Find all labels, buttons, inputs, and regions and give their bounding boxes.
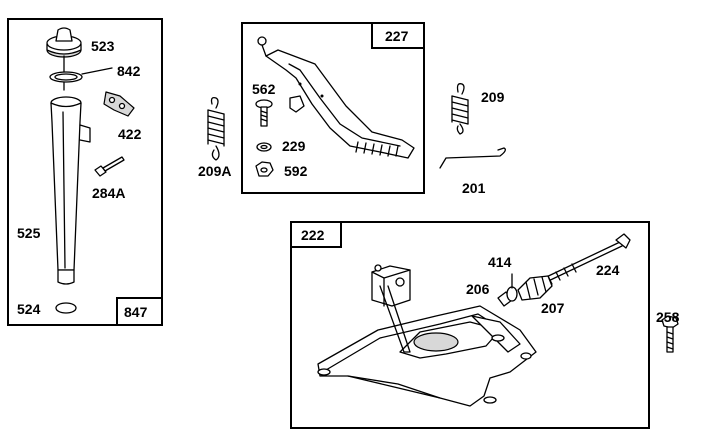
assembly-222-frame xyxy=(290,221,650,429)
assembly-847-number-box xyxy=(116,297,163,326)
assembly-222-number: 222 xyxy=(301,227,325,243)
label-422: 422 xyxy=(118,126,142,142)
label-229: 229 xyxy=(282,138,306,154)
part-525-dipstick-tube xyxy=(50,96,91,285)
assembly-227-number-box xyxy=(371,22,425,49)
label-201: 201 xyxy=(462,180,486,196)
assembly-847: 847 xyxy=(7,18,163,326)
part-422-clip xyxy=(103,91,135,117)
label-524: 524 xyxy=(17,301,41,317)
part-222-control-bracket xyxy=(317,264,537,407)
part-842-o-ring xyxy=(49,67,113,83)
assembly-222-number-box xyxy=(290,221,342,248)
assembly-847-number: 847 xyxy=(124,304,148,320)
part-592-nut xyxy=(255,161,274,177)
label-284A: 284A xyxy=(92,185,125,201)
part-201-link-rod: 201 xyxy=(439,147,506,196)
label-842: 842 xyxy=(117,63,141,79)
part-209-spring: 209 xyxy=(451,83,505,135)
label-209: 209 xyxy=(481,89,505,105)
assembly-222: 222 xyxy=(290,221,650,429)
label-224: 224 xyxy=(596,262,620,278)
label-525: 525 xyxy=(17,225,41,241)
label-592: 592 xyxy=(284,163,308,179)
label-414: 414 xyxy=(488,254,512,270)
part-524-seal xyxy=(55,302,77,314)
label-209A: 209A xyxy=(198,163,231,179)
assembly-847-frame xyxy=(7,18,163,326)
label-523: 523 xyxy=(91,38,115,54)
part-227-governor-lever xyxy=(257,36,415,159)
part-284A-screw xyxy=(94,156,125,177)
part-523-dipstick-cap xyxy=(46,27,82,91)
assembly-227: 227 562 229 592 xyxy=(241,22,425,194)
label-258: 258 xyxy=(656,309,680,325)
assembly-227-number: 227 xyxy=(385,28,409,44)
part-229-washer xyxy=(256,142,272,152)
label-562: 562 xyxy=(252,81,276,97)
label-207: 207 xyxy=(541,300,565,316)
assembly-227-frame xyxy=(241,22,425,194)
part-414-spacer xyxy=(506,273,518,302)
part-209A-spring: 209A xyxy=(198,96,231,179)
part-562-screw xyxy=(255,99,273,127)
part-207-spring xyxy=(517,275,553,301)
part-258-screw: 258 xyxy=(656,309,680,353)
label-206: 206 xyxy=(466,281,490,297)
